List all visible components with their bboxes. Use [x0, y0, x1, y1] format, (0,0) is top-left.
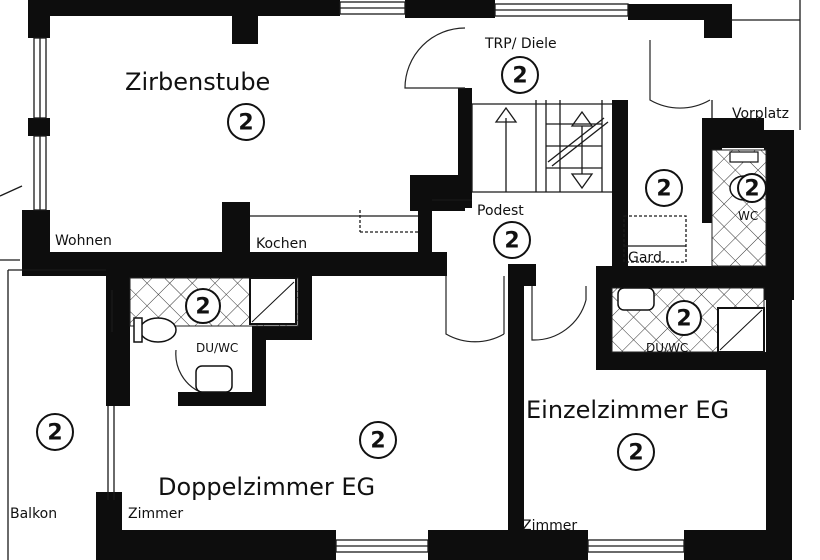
svg-text:2: 2 [47, 421, 62, 446]
svg-text:2: 2 [744, 177, 759, 202]
sink-left [195, 365, 233, 393]
room-badges: 2 2 2 2 2 2 2 2 2 2 [36, 56, 767, 471]
label-du-wc-right: DU/WC [646, 341, 688, 355]
label-wohnen: Wohnen [55, 233, 112, 249]
badge-podest: 2 [493, 221, 531, 259]
svg-text:2: 2 [195, 295, 210, 320]
svg-text:2: 2 [512, 64, 527, 89]
windows-and-thin-lines [0, 0, 801, 560]
label-vorplatz: Vorplatz [732, 106, 789, 122]
sink-right [617, 287, 655, 311]
svg-text:2: 2 [656, 177, 671, 202]
toilet-left [139, 317, 177, 343]
badge-du-wc-left: 2 [185, 288, 221, 324]
badge-balkon: 2 [36, 413, 74, 451]
badge-trp-diele: 2 [501, 56, 539, 94]
label-trp-diele: TRP/ Diele [484, 36, 557, 52]
label-du-wc-left: DU/WC [196, 341, 238, 355]
label-podest: Podest [477, 203, 524, 219]
walls [22, 0, 794, 560]
svg-text:2: 2 [238, 111, 253, 136]
svg-text:2: 2 [628, 441, 643, 466]
label-einzelzimmer: Einzelzimmer EG [526, 396, 729, 424]
label-wc: WC [738, 209, 758, 223]
badge-doppelzimmer: 2 [359, 421, 397, 459]
svg-text:2: 2 [370, 429, 385, 454]
label-zirbenstube: Zirbenstube [125, 68, 270, 96]
label-balkon: Balkon [10, 506, 57, 522]
svg-text:2: 2 [676, 307, 691, 332]
label-gard: Gard. [628, 250, 666, 266]
badge-gard: 2 [645, 169, 683, 207]
doors [175, 27, 763, 393]
badge-zirbenstube: 2 [227, 103, 265, 141]
label-doppelzimmer: Doppelzimmer EG [158, 473, 375, 501]
badge-du-wc-right: 2 [666, 300, 702, 336]
label-doppelzimmer-zimmer: Zimmer [128, 506, 183, 522]
label-kochen: Kochen [256, 236, 307, 252]
svg-text:2: 2 [504, 229, 519, 254]
label-einzelzimmer-zimmer: Zimmer [522, 518, 577, 534]
badge-wc: 2 [737, 173, 767, 203]
room-labels: Zirbenstube Wohnen Kochen TRP/ Diele Vor… [10, 36, 789, 534]
badge-einzelzimmer: 2 [617, 433, 655, 471]
